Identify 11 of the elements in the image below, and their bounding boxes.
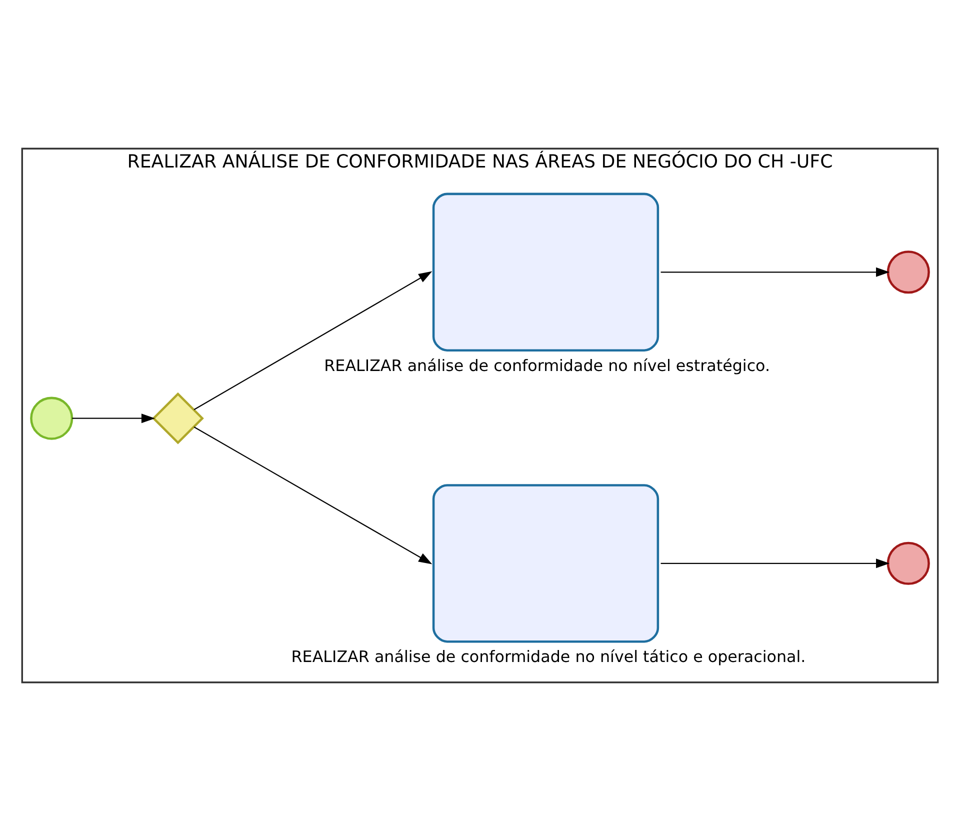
arrow	[72, 413, 156, 423]
arrow	[194, 270, 432, 410]
node-circle	[886, 541, 930, 584]
node-circle	[30, 396, 74, 440]
arrow	[660, 558, 890, 568]
node-label: REALIZAR análise de conformidade no nível estratégico.	[324, 355, 770, 374]
arrow	[660, 266, 890, 276]
arrow	[194, 426, 432, 564]
node-diamond	[152, 392, 204, 444]
node-label: REALIZAR análise de conformidade no nível tático e operacional.	[291, 646, 806, 666]
node-circle	[886, 250, 930, 294]
